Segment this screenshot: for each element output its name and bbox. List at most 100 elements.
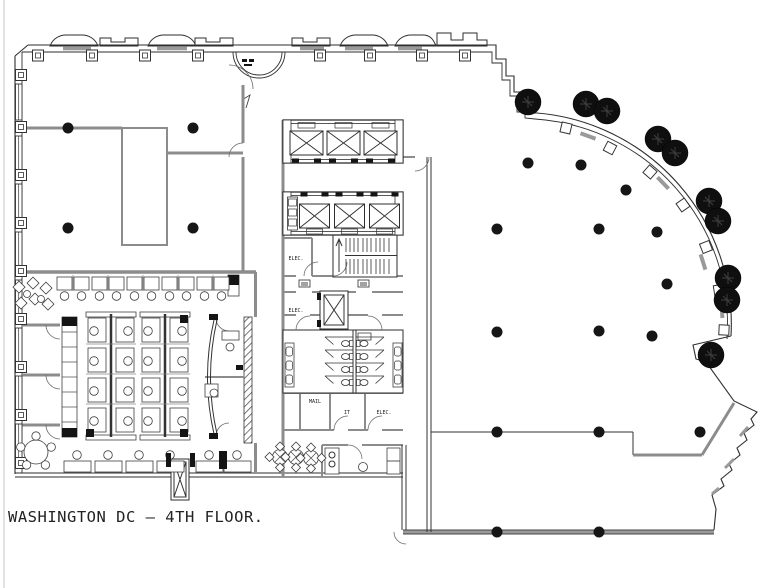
wall-pier [32,49,44,62]
door-jamb [317,293,321,300]
chair [209,388,219,398]
stall-door [324,375,334,384]
tree-texture [721,294,733,306]
wall-pier-inner [18,72,24,78]
sink [328,460,336,468]
column-dot [593,526,605,538]
chair [21,460,32,470]
elevator-cab-x [363,130,398,156]
bottom-wall-right-wing-edges [403,529,714,535]
cabinet-cap [228,275,239,285]
tree-texture [705,349,717,361]
curved-wall [210,319,218,435]
chair [89,416,99,426]
stall-door [324,362,334,371]
round-table [23,439,49,465]
room-label-mail: MAIL [309,399,321,405]
hatched-wall [243,316,253,444]
door-arc [228,142,244,158]
desk [161,276,178,291]
cafe-chair [274,462,286,473]
furniture-layer [12,275,327,474]
lounge-chair [14,296,28,310]
door-arc [414,156,430,172]
chair [123,326,133,336]
vestibule-wall-outer [232,51,286,79]
wall-pier [139,49,151,62]
column-dot [620,184,632,196]
plan-title: WASHINGTON DC – 4TH FLOOR. [8,508,264,526]
wall-pier-inner [35,52,41,59]
tree-texture [522,96,534,108]
elevator-door-jamb [321,192,329,197]
room-label-elec-upper: ELEC. [288,256,303,262]
lounge-chair [26,276,40,290]
toilet [341,366,350,373]
window-bay-arch [147,34,197,47]
freight-elevator-x [323,294,345,326]
elevator-cab-x [299,203,330,229]
wall-pier-inner [419,52,425,59]
freight-elevator-cab [323,294,345,326]
terrace-trees-layer [514,88,742,369]
elevator-door-jamb [366,158,373,163]
column-dot [491,223,503,235]
toilet [359,366,369,373]
wall-pier [416,49,428,62]
lounge-chair [41,297,55,311]
cafe-chair [274,441,286,452]
glazing-strip [398,46,422,51]
elevator-door-jamb [388,158,395,163]
exterior-walls [14,32,758,535]
wall-pier-inner [18,172,24,178]
column-dot [575,159,587,171]
stall-door [324,349,334,358]
column-dot [651,226,663,238]
sink [285,346,293,357]
tree-texture [669,147,681,159]
column-dot [62,222,74,234]
chair [204,450,214,460]
toilet [359,353,369,360]
curved-wall-pier [698,239,714,255]
facet-glazing-marks [711,426,750,496]
tree-texture [580,98,592,110]
elevator-door-jamb [329,158,336,163]
tree-texture [722,272,734,284]
tiny-label-mark [244,64,252,66]
chair [146,291,157,301]
desk [178,276,195,291]
column-dot [522,157,534,169]
chair [123,386,133,396]
desk [221,330,240,341]
counterweight-box [334,122,353,129]
column-dot [694,426,706,438]
dimension-tag-text [301,282,367,286]
window-bay-arch [49,34,99,47]
sink [394,374,402,385]
sink [394,346,402,357]
cabinet-mark [166,453,171,467]
curved-wall-pier [642,164,658,180]
notch-wall [633,402,736,457]
lounge-table [23,290,31,298]
cabinet-mark [219,451,227,469]
crenellated-bay [99,37,139,47]
curved-wall-pier [602,140,618,156]
shaft-rectangle [121,127,168,246]
door-jamb [317,320,321,327]
wall-pier-inner [18,316,24,322]
toilet-tank [349,366,354,373]
desk [94,460,123,473]
cabinet-mark [236,365,243,370]
stall-door [324,336,334,345]
curved-wall [207,319,215,435]
wall-pier-inner [367,52,373,59]
room-label-elec-mid: ELEC. [288,308,303,314]
elevator-cab-x [369,203,400,229]
lounge-chair [12,280,26,294]
glazing-strip [300,46,324,51]
wall-pier [15,217,27,229]
tree-texture [652,133,664,145]
